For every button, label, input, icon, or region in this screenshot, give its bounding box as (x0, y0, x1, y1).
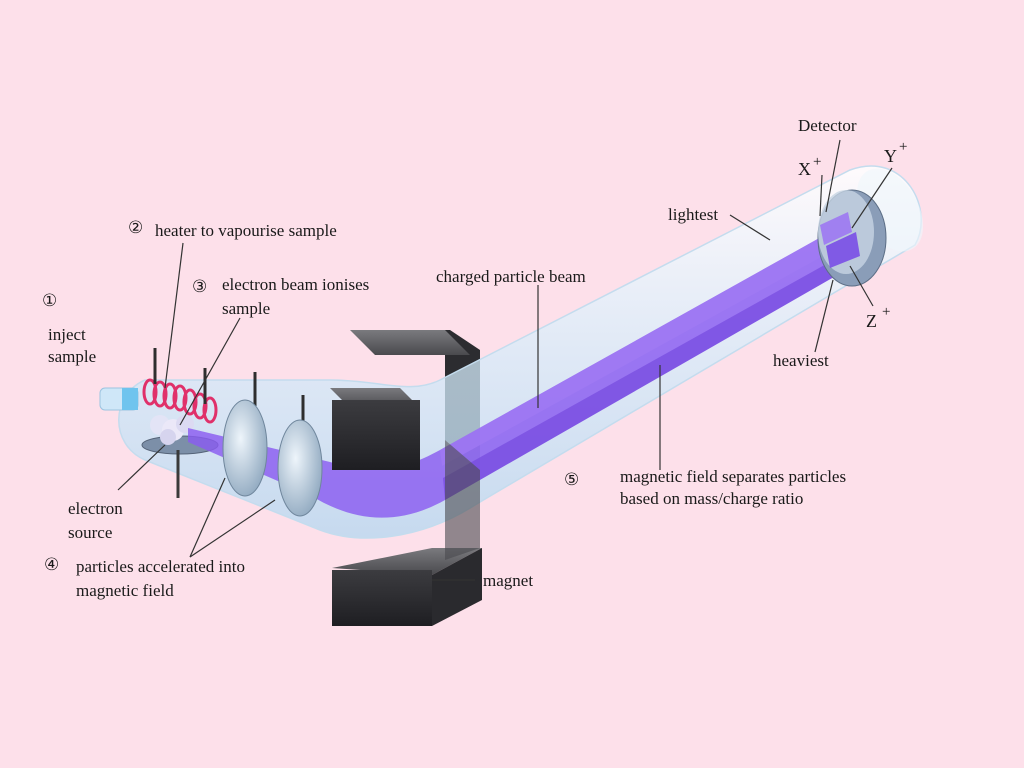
ion-y-label: Y (884, 146, 897, 166)
step-1-label-line1: inject (48, 325, 86, 344)
vapour-cloud (150, 415, 194, 445)
sample-inlet (99, 387, 139, 411)
step-2-number: ② (128, 218, 143, 237)
ion-x-charge: + (813, 154, 821, 170)
step-3-label-line1: electron beam ionises (222, 275, 369, 294)
accelerating-plate-2 (277, 419, 323, 517)
particle-beam (188, 222, 860, 518)
heaviest-label: heaviest (773, 351, 829, 370)
electron-source-label-line2: source (68, 523, 112, 542)
lightest-label: lightest (668, 205, 718, 224)
step-3-number: ③ (192, 277, 207, 296)
heater-coil (142, 378, 218, 424)
step-1-number: ① (42, 291, 57, 310)
step-3-label-line2: sample (222, 299, 270, 318)
step-5-label-line1: magnetic field separates particles (620, 467, 846, 486)
ion-z-charge: + (882, 304, 890, 320)
magnet-front (330, 388, 482, 626)
detector-label: Detector (798, 116, 857, 135)
step-4-label-line1: particles accelerated into (76, 557, 245, 576)
magnet-label: magnet (483, 571, 533, 590)
electron-source-label-line1: electron (68, 499, 123, 518)
step-4-label-line2: magnetic field (76, 581, 174, 600)
accelerating-plate-1 (222, 399, 268, 497)
detector (817, 189, 887, 287)
ion-x-label: X (798, 159, 811, 179)
step-5-label-line2: based on mass/charge ratio (620, 489, 803, 508)
step-4-number: ④ (44, 555, 59, 574)
ion-y-charge: + (899, 139, 907, 155)
step-2-label: heater to vapourise sample (155, 221, 337, 240)
step-5-number: ⑤ (564, 470, 579, 489)
leader-lines (117, 139, 893, 581)
ion-z-label: Z (866, 311, 877, 331)
step-1-label-line2: sample (48, 347, 96, 366)
charged-particle-beam-label: charged particle beam (436, 267, 586, 286)
